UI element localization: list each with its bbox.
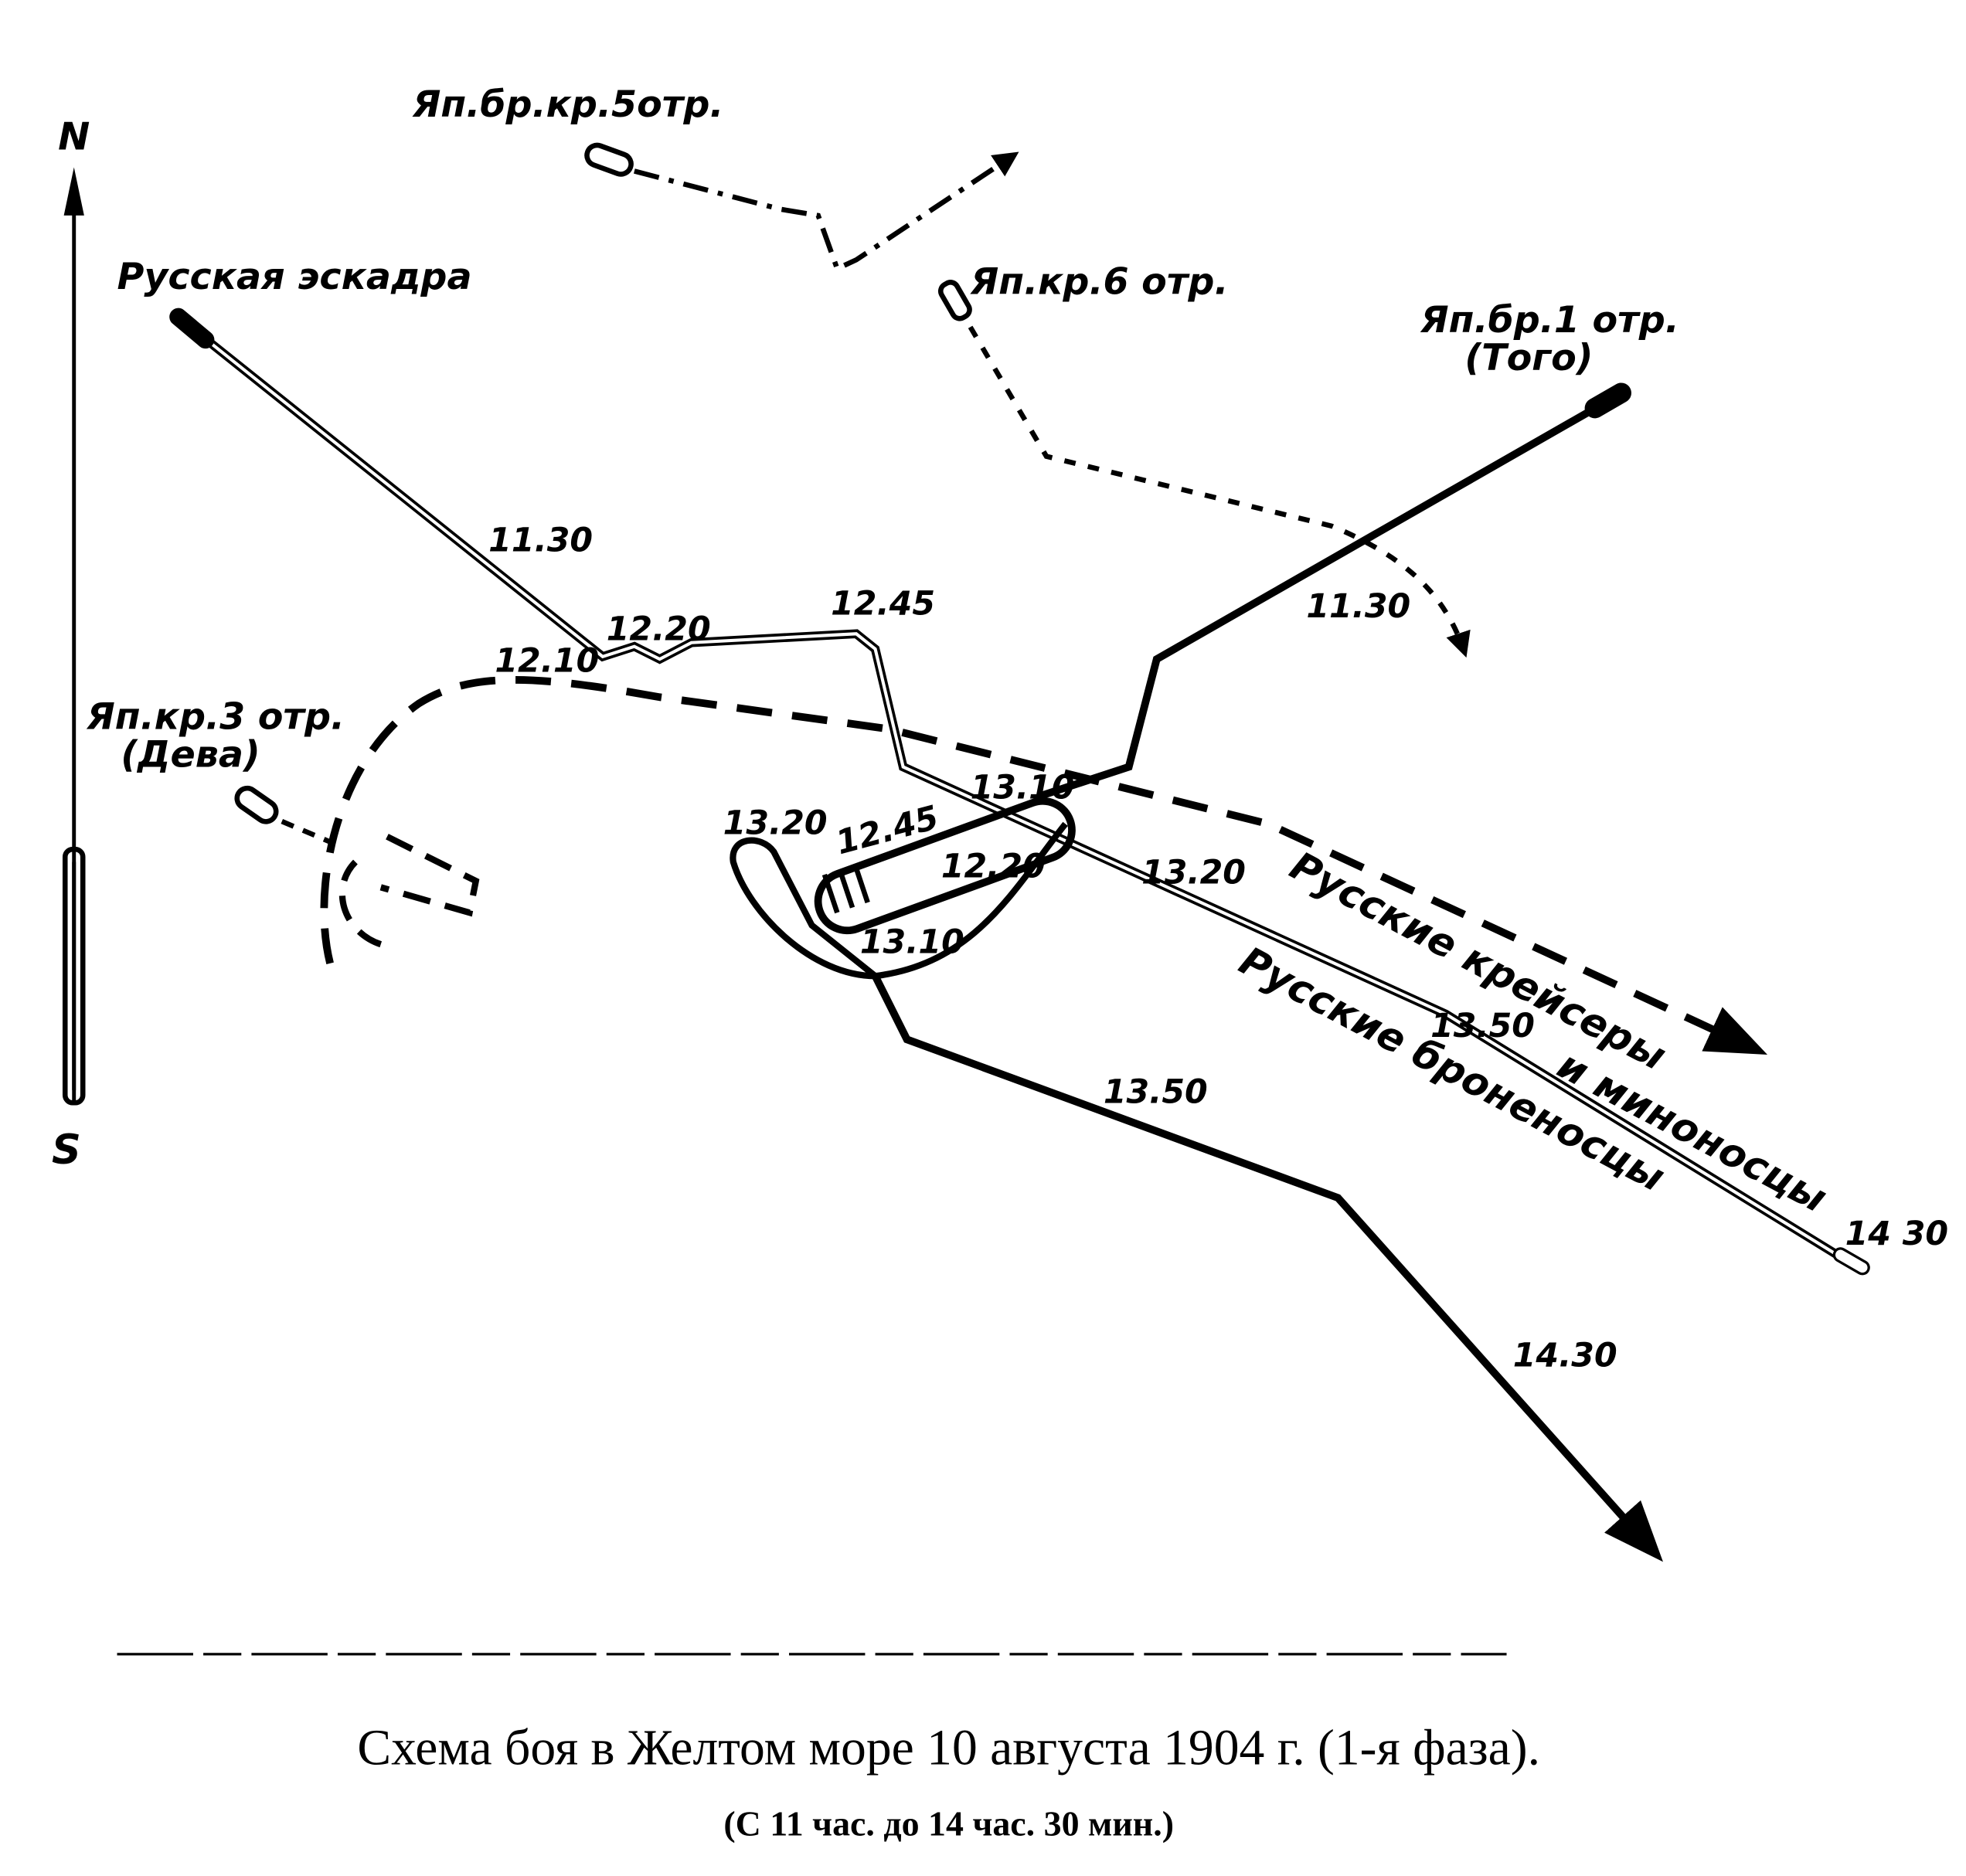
jp-6-ship-icon — [937, 280, 972, 321]
jp-3-ship-icon — [234, 785, 279, 824]
time-jp-1430: 14.30 — [1513, 1337, 1617, 1375]
caption-subtitle: (С 11 час. до 14 час. 30 мин.) — [723, 1804, 1174, 1844]
japanese-5th-detachment-track — [584, 142, 1019, 273]
japanese-3rd-detachment-track — [234, 785, 334, 845]
time-ru-1320: 13.20 — [1141, 853, 1246, 892]
label-jp-3-sub: (Дева) — [121, 734, 260, 777]
time-cruisers-1210: 12.10 — [495, 641, 599, 680]
time-jp-1350: 13.50 — [1104, 1072, 1208, 1111]
russian-battleships-end-ship-icon — [1832, 1247, 1870, 1276]
label-jp-1-sub: (Того) — [1464, 337, 1593, 379]
time-ru-1350: 13.50 — [1430, 1007, 1535, 1045]
north-arrow-icon — [63, 167, 84, 216]
russian-squadron-ship-icon — [169, 308, 215, 349]
togo-ship-icon — [1584, 382, 1631, 419]
compass-north-label: N — [58, 114, 90, 159]
time-ru-1220: 12.20 — [607, 610, 711, 648]
compass-needle-south — [62, 846, 86, 1106]
japanese-1st-detachment-track — [730, 382, 1663, 1562]
time-jp-1220: 12.20 — [941, 847, 1046, 885]
russian-cruisers-track — [320, 675, 1768, 1055]
russian-battleships-track — [169, 308, 1870, 1276]
caption-title: Схема боя в Желтом море 10 августа 1904 … — [357, 1721, 1540, 1776]
japanese-6th-detachment-track — [937, 280, 1471, 658]
label-jp-3: Яп.кр.3 отр. — [86, 695, 345, 738]
time-ru-1310: 13.10 — [971, 769, 1075, 807]
time-jp-1320: 13.20 — [723, 804, 828, 842]
jp-5-ship-icon — [584, 142, 634, 177]
time-ru-1430: 14 30 — [1845, 1215, 1949, 1253]
time-jp-1130: 11.30 — [1306, 587, 1410, 626]
time-ru-1245: 12.45 — [831, 585, 935, 624]
time-jp-1310: 13.10 — [860, 923, 964, 962]
japanese-line-formation — [814, 797, 1076, 935]
label-russian-squadron: Русская эскадра — [117, 256, 472, 298]
label-jp-1: Яп.бр.1 отр. — [1420, 299, 1679, 342]
compass: N S — [52, 114, 90, 1174]
compass-south-label: S — [52, 1127, 81, 1174]
label-jp-6: Яп.кр.6 отр. — [970, 261, 1229, 304]
label-jp-5: Яп.бр.кр.5отр. — [412, 83, 724, 126]
time-ru-1130: 11.30 — [488, 522, 593, 560]
